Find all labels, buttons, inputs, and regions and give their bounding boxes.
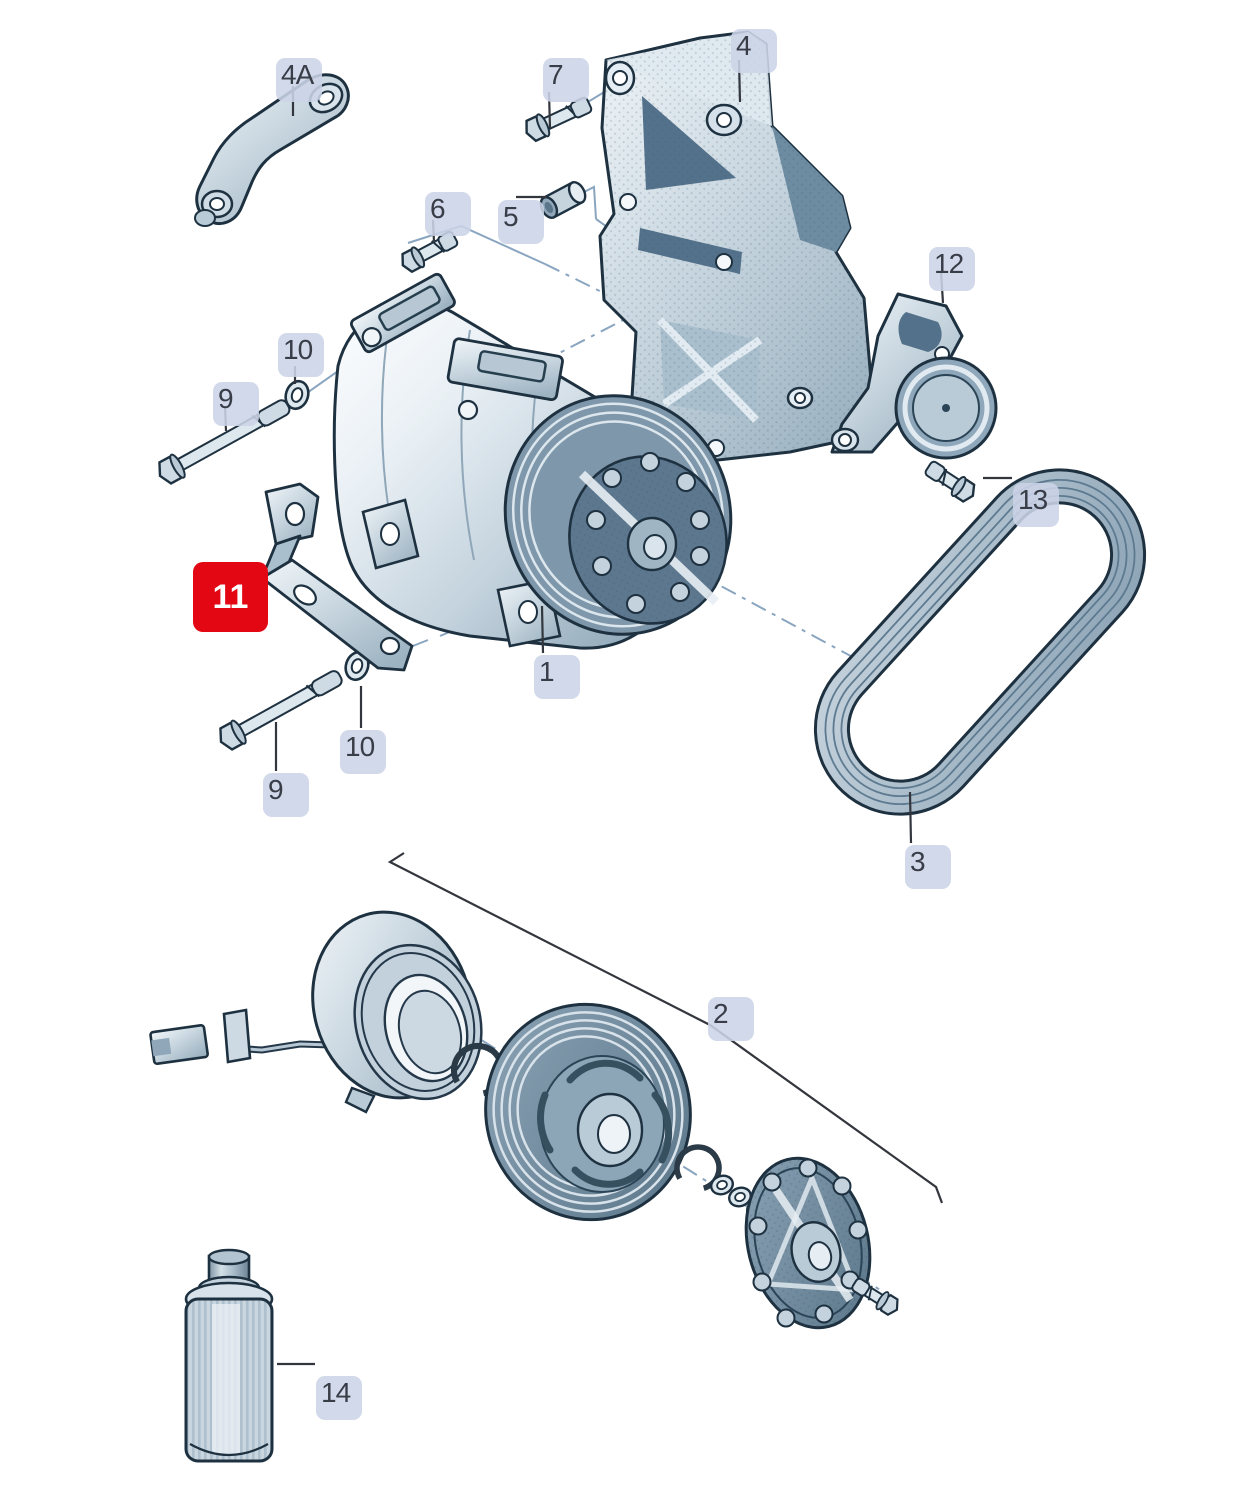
callout-10-lower[interactable]: 10 [340,730,386,774]
callout-13[interactable]: 13 [1013,483,1059,527]
part-2-clutch-group [149,910,899,1330]
callout-12[interactable]: 12 [929,247,975,291]
part-1-compressor [332,272,733,650]
part-10-washer-lower [344,650,370,682]
part-11-support-bracket [260,482,414,672]
callout-10-upper[interactable]: 10 [278,333,324,377]
part-13-bolt [924,460,976,503]
callout-14[interactable]: 14 [316,1376,362,1420]
part-5-bushing [539,181,587,219]
part-4a-bracket-arm [194,73,350,227]
callout-4a[interactable]: 4A [276,58,322,102]
part-4-mounting-bracket [598,30,874,464]
callout-9-lower[interactable]: 9 [263,773,309,817]
callout-1[interactable]: 1 [534,655,580,699]
callout-9-upper[interactable]: 9 [213,382,259,426]
callout-6[interactable]: 6 [425,192,471,236]
part-10-washer-upper [284,379,310,411]
callout-7[interactable]: 7 [543,58,589,102]
callout-3[interactable]: 3 [905,845,951,889]
part-12-tensioner [830,292,998,460]
callout-5[interactable]: 5 [498,200,544,244]
callout-4[interactable]: 4 [731,29,777,73]
part-14-oil-bottle [184,1248,274,1463]
callout-11-highlighted[interactable]: 11 [193,562,268,632]
part-3-ribbed-belt [813,468,1147,816]
part-6-bolt [401,230,459,274]
part-9-bolt-lower [219,670,343,751]
callout-2[interactable]: 2 [708,997,754,1041]
